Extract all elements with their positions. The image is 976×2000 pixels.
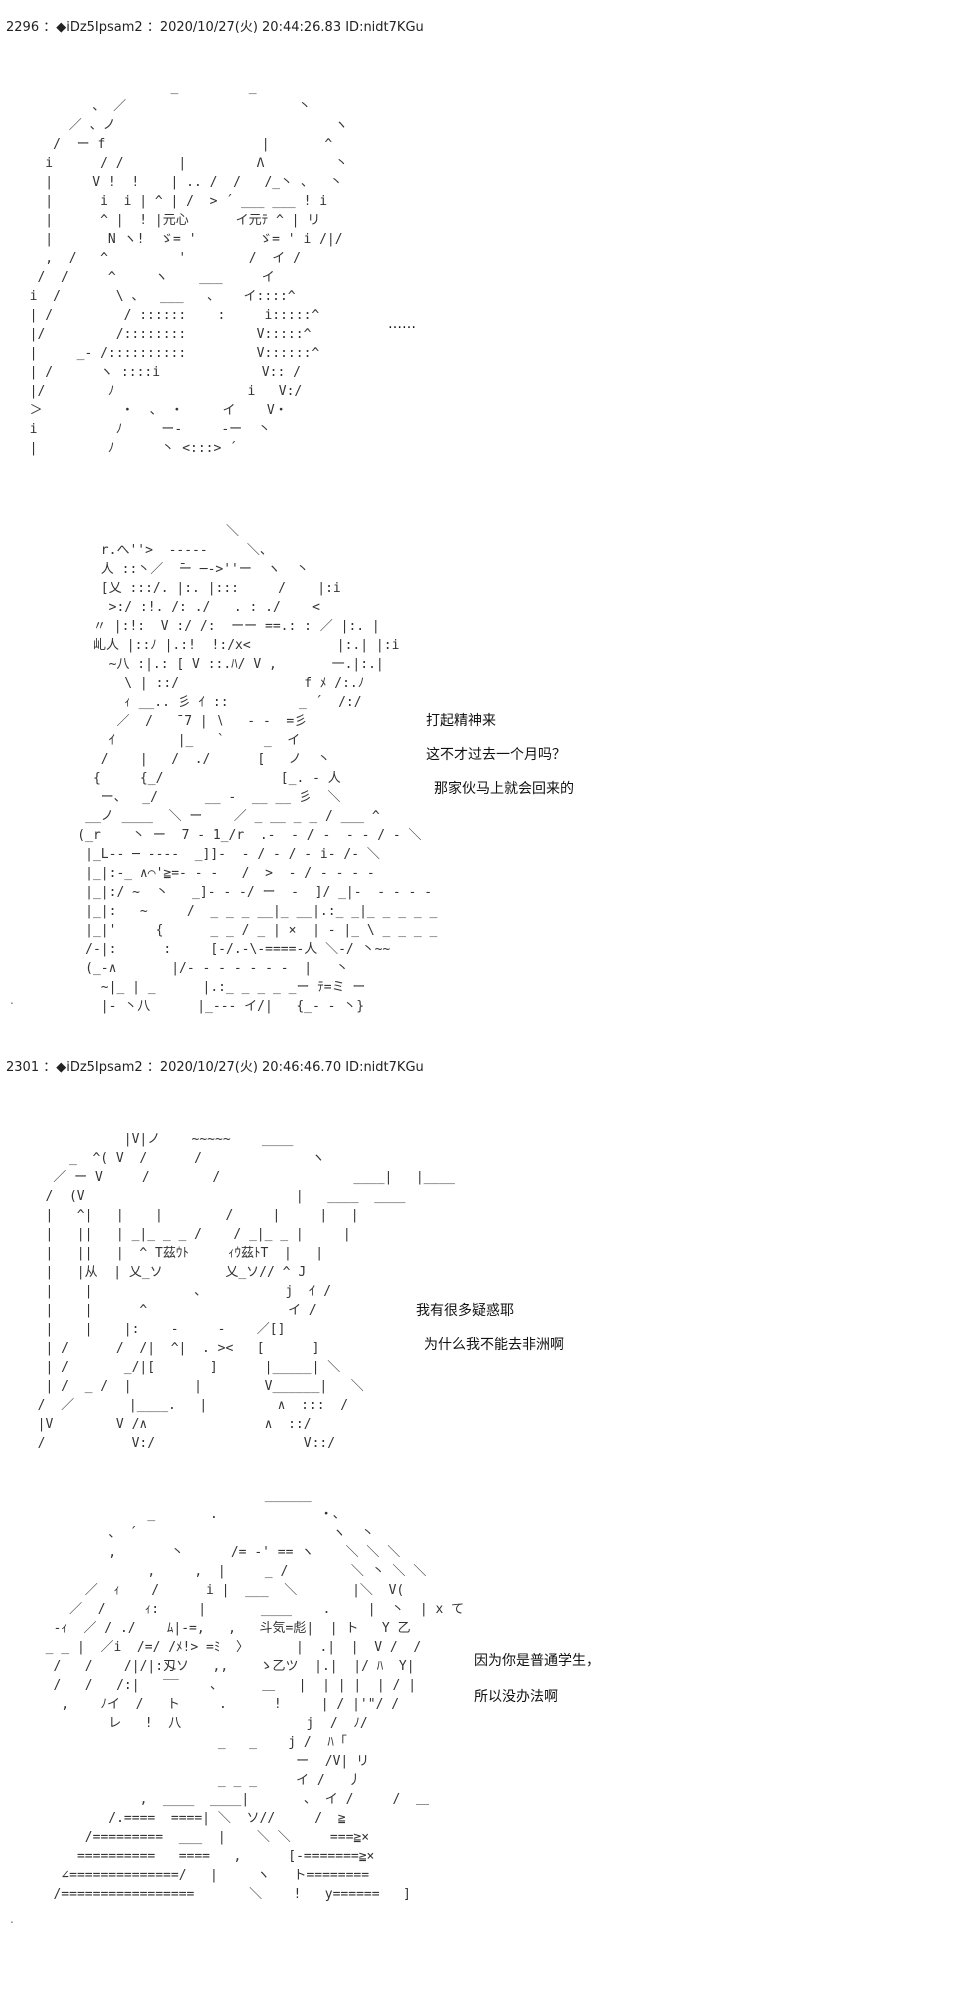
- dialog-text: ……: [388, 316, 416, 332]
- dialog-text: 那家伙马上就会回来的: [434, 781, 574, 797]
- dialog-text: 我有很多疑惑耶: [416, 1303, 514, 1319]
- dialog-text: 因为你是普通学生，: [474, 1653, 600, 1669]
- dialog-text: 打起精神来: [426, 713, 496, 729]
- dialog-text: 这不才过去一个月吗？: [426, 747, 566, 763]
- dialog-text: 为什么我不能去非洲啊: [424, 1337, 564, 1353]
- ascii-art-panel: ______ _ . ・、 、 ´ ヽ 丶 , 丶 /= -' == ヽ ＼ ＼…: [45, 1488, 465, 1902]
- post-header: 2301 ：◆iDz5Ipsam2 ：2020/10/27(火) 20:46:4…: [6, 1060, 424, 1075]
- ascii-art-panel: _ _ 、 ／ 丶 ／ 、ノ ヽ / ー f | ^ i / / | Λ 丶 |…: [29, 80, 348, 456]
- separator-dot: .: [10, 1912, 14, 1926]
- separator-dot: .: [10, 993, 14, 1007]
- ascii-art-panel: ＼ r.へ''> -‐‐‐- ＼、 人 ::丶／ ̄ー ─‐>''ー ヽ 丶 […: [77, 524, 438, 1014]
- post-header: 2296 ：◆iDz5Ipsam2 ：2020/10/27(火) 20:44:2…: [6, 20, 424, 35]
- ascii-art-panel: |V|ノ ~~~~~ ____ _ ^( V / / ヽ ／ ー V / / _…: [37, 1132, 455, 1451]
- dialog-text: 所以没办法啊: [474, 1689, 558, 1705]
